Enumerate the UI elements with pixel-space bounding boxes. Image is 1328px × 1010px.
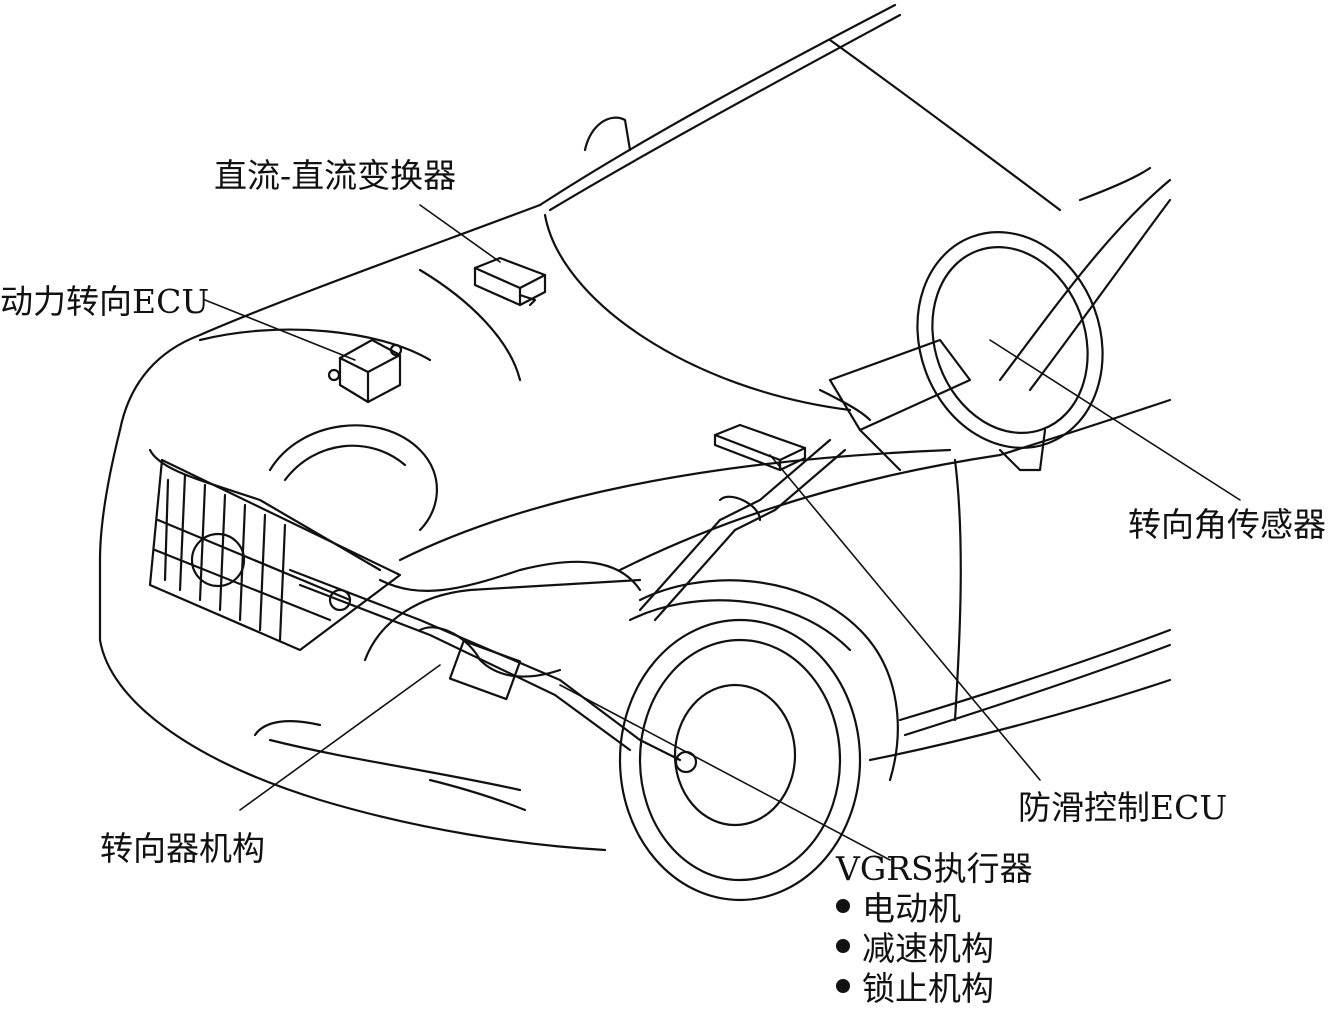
list-item-text: 减速机构 (862, 929, 994, 968)
label-vgrs-actuator: VGRS执行器 (836, 849, 1033, 888)
label-dcdc-converter: 直流-直流变换器 (214, 156, 457, 195)
leader-lines (204, 204, 1241, 861)
bullet-icon (836, 939, 850, 953)
car-body (98, 3, 1172, 852)
label-power-steering-ecu: 动力转向ECU (0, 282, 210, 321)
label-skid-control-ecu: 防滑控制ECU (1018, 788, 1228, 827)
power-steering-ecu-box (327, 338, 403, 404)
list-item-text: 锁止机构 (862, 969, 994, 1008)
skid-control-ecu-box (713, 423, 807, 472)
vgrs-component-list: 电动机 减速机构 锁止机构 (836, 886, 994, 1008)
list-item: 锁止机构 (836, 966, 994, 1008)
dcdc-converter-box (473, 256, 547, 307)
front-wheel (618, 618, 862, 902)
bullet-icon (836, 899, 850, 913)
steering-column (638, 338, 972, 622)
hood-wheelwell (268, 424, 438, 532)
list-item-text: 电动机 (862, 889, 961, 928)
bullet-icon (836, 979, 850, 993)
steering-rack (288, 568, 698, 774)
list-item: 减速机构 (836, 926, 994, 968)
label-steering-gear: 转向器机构 (100, 829, 265, 868)
steering-wheel (916, 231, 1104, 472)
label-steering-angle-sensor: 转向角传感器 (1128, 505, 1326, 544)
list-item: 电动机 (836, 886, 994, 928)
